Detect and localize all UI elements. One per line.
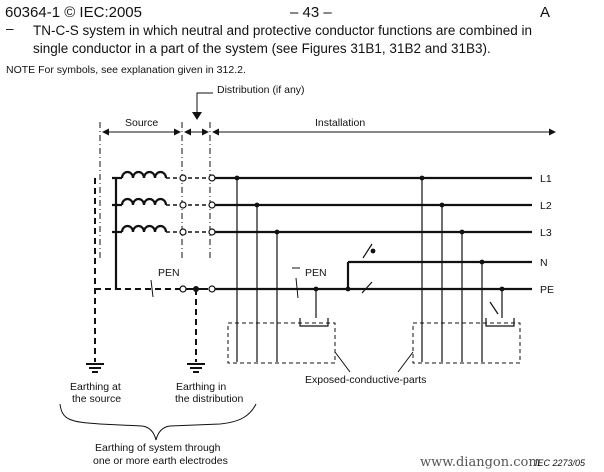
conductor-label-pe: PE bbox=[540, 284, 554, 296]
iec-figure-reference: IEC 2273/05 bbox=[535, 458, 586, 468]
earthing-source-line-2: the source bbox=[72, 393, 121, 405]
pen-marker-source bbox=[150, 279, 154, 298]
exposed-parts-enclosures bbox=[227, 322, 521, 364]
junction-dots bbox=[193, 175, 505, 292]
distribution-label: Distribution (if any) bbox=[217, 84, 305, 96]
exposed-leaders bbox=[334, 351, 414, 373]
earthing-source-line-1: Earthing at bbox=[70, 381, 121, 393]
header-letter: A bbox=[540, 4, 551, 21]
installation-label: Installation bbox=[315, 117, 365, 129]
conductor-label-n: N bbox=[540, 257, 548, 269]
earthing-distribution-line-2: the distribution bbox=[175, 393, 243, 405]
right-equipment-taps bbox=[421, 178, 503, 362]
earth-symbol-source bbox=[86, 363, 104, 373]
description-line-2: single conductor in a part of the system… bbox=[33, 41, 491, 56]
source-windings bbox=[112, 170, 168, 290]
conductor-lines bbox=[215, 176, 532, 291]
earthing-system-line-2: one or more earth electrodes bbox=[93, 455, 228, 467]
conductor-label-l3: L3 bbox=[540, 227, 552, 239]
standard-reference: 60364-1 © IEC:2005 bbox=[5, 4, 142, 21]
symbol-note: NOTE For symbols, see explanation given … bbox=[6, 64, 246, 76]
left-equipment-taps bbox=[236, 178, 317, 362]
pen-source-line bbox=[94, 178, 197, 362]
earthing-brace bbox=[59, 403, 257, 441]
pen-label-installation: PEN bbox=[305, 267, 327, 279]
conductor-label-l1: L1 bbox=[540, 173, 552, 185]
pen-tick-installation bbox=[295, 277, 299, 299]
winding-dashes bbox=[166, 177, 208, 233]
earth-symbol-distribution bbox=[187, 363, 205, 373]
conductor-label-l2: L2 bbox=[540, 200, 552, 212]
source-label: Source bbox=[125, 117, 158, 129]
separation-marks bbox=[299, 243, 515, 327]
page-number: – 43 – bbox=[290, 4, 332, 21]
earthing-distribution-line-1: Earthing in bbox=[176, 381, 226, 393]
terminals bbox=[179, 174, 216, 293]
exposed-parts-label: Exposed-conductive-parts bbox=[305, 374, 426, 386]
earthing-system-line-1: Earthing of system through bbox=[95, 442, 221, 454]
separation-point bbox=[370, 248, 376, 254]
description-line-1: TN-C-S system in which neutral and prote… bbox=[33, 23, 532, 38]
distribution-arrowhead bbox=[192, 112, 202, 120]
region-arrows bbox=[102, 92, 556, 136]
bullet-dash: – bbox=[6, 21, 14, 36]
pen-label-source: PEN bbox=[158, 267, 180, 279]
watermark-text: www.diangon.com bbox=[420, 455, 541, 470]
